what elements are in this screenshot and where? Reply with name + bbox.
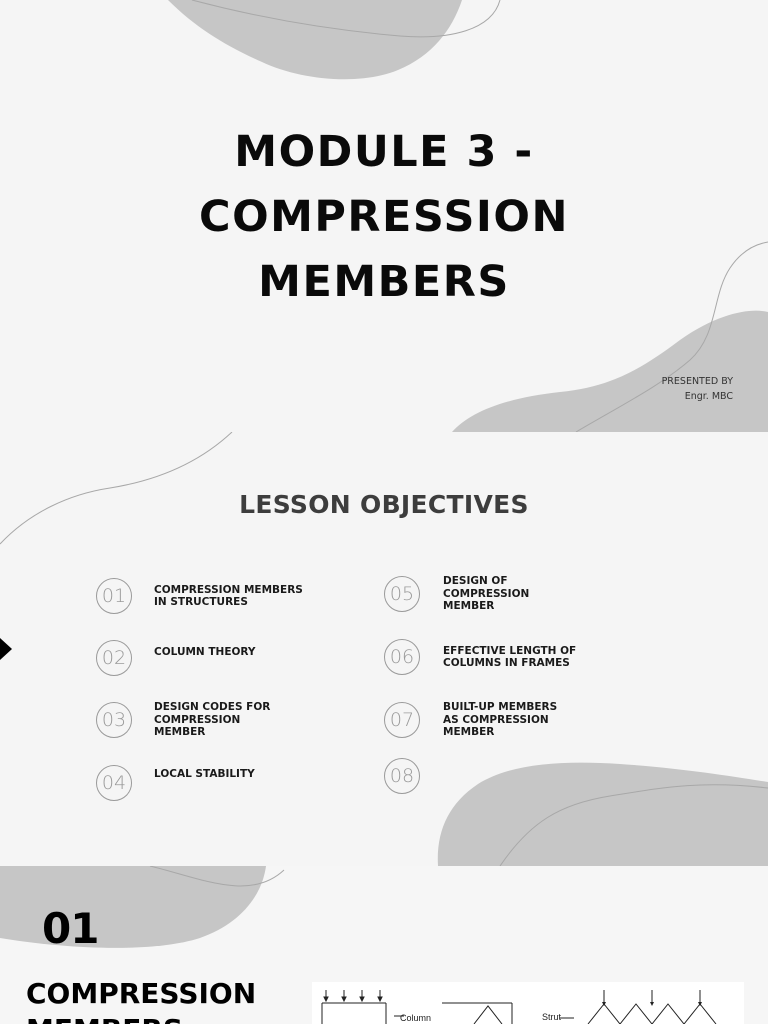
decorative-shapes <box>168 0 768 432</box>
top-left-blob <box>0 866 266 948</box>
presenter-name: Engr. MBC <box>684 391 733 402</box>
previous-arrow-icon[interactable] <box>0 638 12 660</box>
objective-number: 02 <box>96 640 132 676</box>
objective-label: COLUMN THEORY <box>154 646 256 658</box>
top-left-curve-line <box>149 866 285 887</box>
section-slide: 01 COMPRESSION MEMBERS <box>0 866 768 1024</box>
objective-number: 05 <box>384 576 420 612</box>
decorative-shapes <box>0 432 768 866</box>
bottom-right-curve-line <box>499 784 768 866</box>
objective-number: 01 <box>96 578 132 614</box>
bottom-right-blob <box>437 762 768 866</box>
top-curve-line <box>191 0 501 38</box>
objectives-heading: LESSON OBJECTIVES <box>239 490 529 519</box>
title-line: MODULE 3 - <box>234 127 534 177</box>
objective-number: 03 <box>96 702 132 738</box>
bottom-right-curve-line <box>575 241 768 432</box>
presented-by-label: PRESENTED BY <box>661 376 733 387</box>
title-slide: MODULE 3 - COMPRESSION MEMBERS PRESENTED… <box>0 0 768 432</box>
objective-number: 04 <box>96 765 132 801</box>
structure-figure: Column Strut <box>312 982 744 1024</box>
presentation-title: MODULE 3 - COMPRESSION MEMBERS <box>0 120 768 315</box>
title-line: MEMBERS <box>258 257 510 307</box>
objective-number: 06 <box>384 639 420 675</box>
top-blob <box>168 0 462 80</box>
column-strut-diagram: Column Strut <box>321 990 717 1024</box>
objectives-slide: LESSON OBJECTIVES 01 COMPRESSION MEMBERS… <box>0 432 768 866</box>
strut-label: Strut <box>542 1012 562 1022</box>
presenter-info: PRESENTED BY Engr. MBC <box>662 374 733 404</box>
section-number: 01 <box>42 904 99 953</box>
title-line: COMPRESSION <box>199 192 569 242</box>
column-label: Column <box>400 1013 431 1023</box>
objective-number: 08 <box>384 758 420 794</box>
top-left-curve-line <box>0 432 233 545</box>
section-title: COMPRESSION MEMBERS <box>26 977 257 1024</box>
objective-label: LOCAL STABILITY <box>154 768 255 780</box>
objective-number: 07 <box>384 702 420 738</box>
bottom-right-blob <box>452 310 768 432</box>
decorative-shapes <box>0 866 285 948</box>
